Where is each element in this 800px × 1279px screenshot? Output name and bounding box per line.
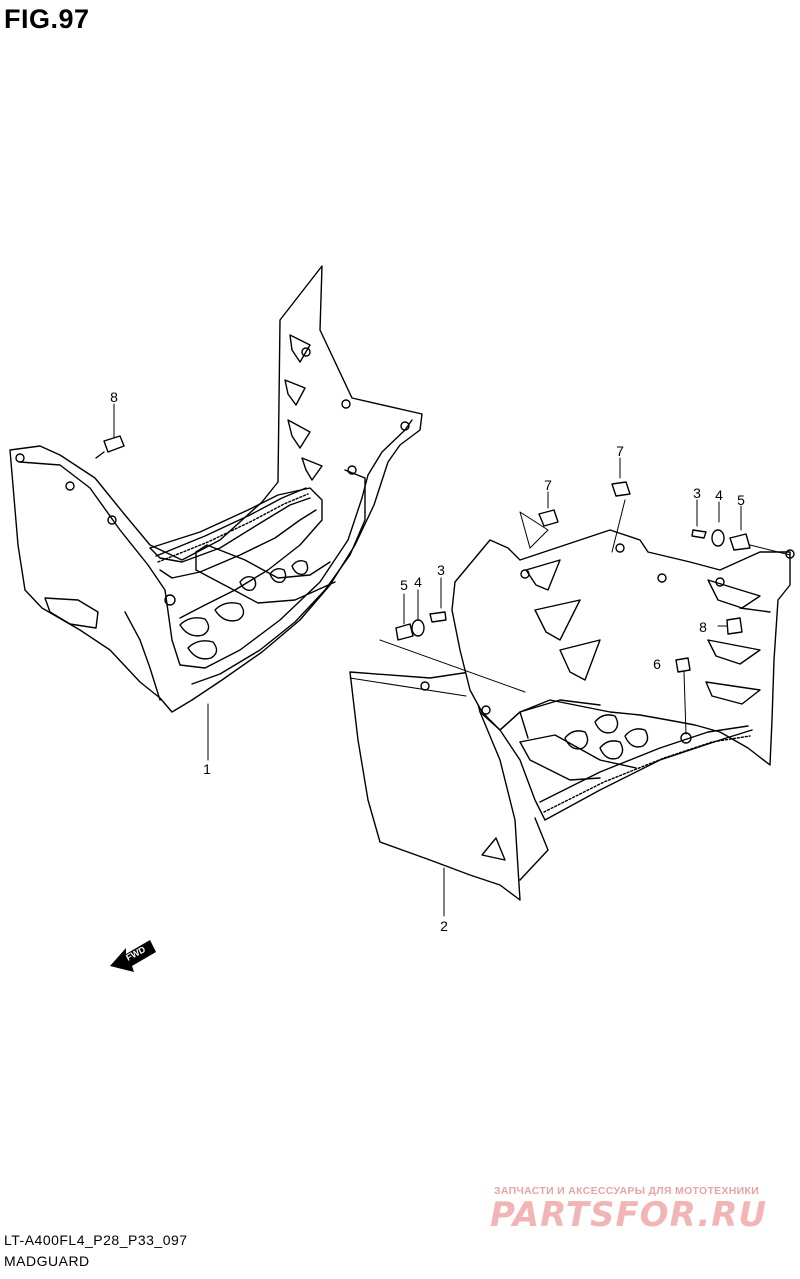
figure-title: FIG.97 bbox=[4, 4, 90, 34]
callout-part-6: 6 bbox=[653, 656, 661, 672]
callout-part-7-a: 7 bbox=[544, 477, 552, 493]
callout-part-5-left: 5 bbox=[400, 577, 408, 593]
callout-part-4-right: 4 bbox=[715, 487, 723, 503]
watermark-tagline: ЗАПЧАСТИ И АКСЕССУАРЫ ДЛЯ МОТОТЕХНИКИ bbox=[494, 1185, 760, 1197]
callout-part-1: 1 bbox=[203, 761, 211, 777]
callout-part-4-left: 4 bbox=[414, 574, 422, 590]
callout-part-5-right: 5 bbox=[737, 492, 745, 508]
madguard-left-part-1 bbox=[9, 265, 423, 713]
callout-part-7-b: 7 bbox=[616, 443, 624, 459]
bolt-part-8-right bbox=[717, 617, 743, 635]
bolt-part-8-left bbox=[95, 403, 125, 459]
diagram-name: MADGUARD bbox=[4, 1253, 90, 1269]
fwd-arrow-icon: FWD bbox=[110, 940, 156, 972]
callout-part-8-right: 8 bbox=[699, 619, 707, 635]
callout-part-8-left: 8 bbox=[110, 389, 118, 405]
bolt-part-6 bbox=[675, 657, 691, 735]
madguard-right-part-2 bbox=[349, 499, 795, 901]
hardware-right-3-4-5 bbox=[691, 499, 751, 551]
callout-part-3-right: 3 bbox=[693, 485, 701, 501]
callout-part-2: 2 bbox=[440, 918, 448, 934]
bolt-part-7-b bbox=[611, 457, 631, 497]
bolt-part-7-a bbox=[538, 491, 559, 527]
diagram-code: LT-A400FL4_P28_P33_097 bbox=[4, 1232, 188, 1248]
watermark-logo: PARTSFOR.RU bbox=[490, 1195, 768, 1235]
callout-part-3-left: 3 bbox=[437, 562, 445, 578]
hardware-left-5-4-3 bbox=[395, 577, 447, 641]
